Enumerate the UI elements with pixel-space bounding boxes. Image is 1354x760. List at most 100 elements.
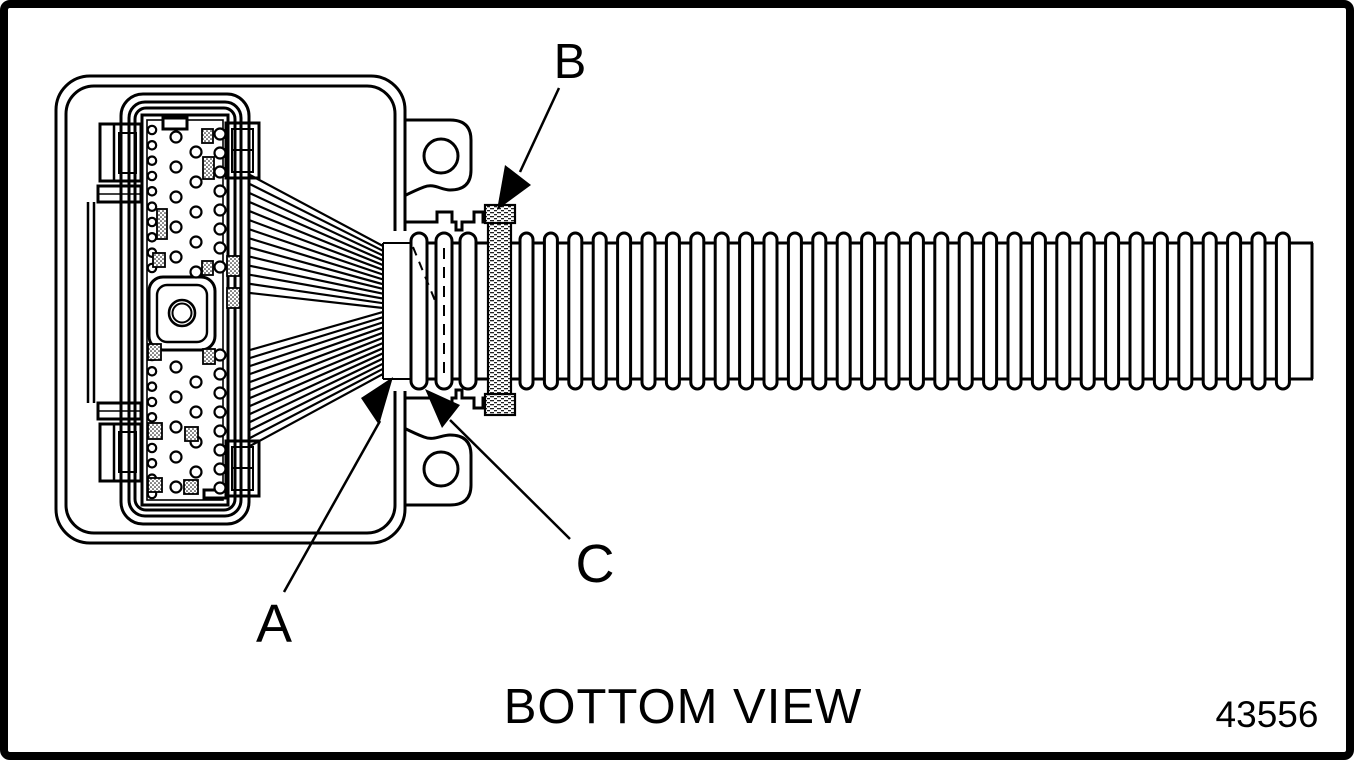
- terminal-pin: [213, 386, 227, 400]
- terminal-pin: [169, 420, 183, 434]
- terminal-pin: [146, 216, 158, 228]
- keying-block: [202, 348, 216, 365]
- hidden-edge-diagonal: [412, 246, 437, 304]
- harness-wire: [249, 341, 384, 400]
- pin-field: [146, 124, 227, 500]
- terminal-pin: [189, 175, 203, 189]
- wire-fan: [249, 174, 384, 447]
- conduit-rib: [518, 231, 535, 391]
- keying-block: [201, 128, 214, 144]
- ecm-module: [54, 74, 407, 545]
- conduit-rib: [567, 231, 584, 391]
- keying-block: [201, 260, 214, 276]
- keying-blocks: [147, 128, 241, 495]
- arrowhead-a: [361, 377, 393, 425]
- harness-wire: [249, 310, 384, 352]
- terminal-pin: [213, 203, 227, 217]
- view-caption: BOTTOM VIEW: [504, 680, 863, 734]
- conduit-rib: [884, 231, 901, 391]
- ear-bolt-hole-bottom: [422, 450, 460, 488]
- callout-label-c: C: [576, 534, 615, 594]
- terminal-pin: [169, 130, 183, 144]
- terminal-pin: [213, 127, 227, 141]
- terminal-pin: [213, 165, 227, 179]
- terminal-pin: [213, 222, 227, 236]
- terminal-pin: [146, 170, 158, 182]
- harness-wire: [249, 192, 384, 257]
- clamp-band: [483, 203, 517, 417]
- terminal-pin: [213, 241, 227, 255]
- conduit-rib: [811, 231, 828, 391]
- harness-wire: [249, 201, 384, 262]
- conduit-rib: [1274, 231, 1291, 391]
- callout-label-a: A: [256, 594, 292, 654]
- terminal-pin: [189, 205, 203, 219]
- callout-a: A: [256, 377, 393, 654]
- conduit-rib: [713, 231, 730, 391]
- keying-block: [147, 477, 163, 493]
- terminal-pin: [189, 265, 203, 279]
- terminal-pin: [146, 186, 158, 197]
- harness-wire: [249, 264, 384, 295]
- conduit-rib: [762, 231, 779, 391]
- terminal-pin: [169, 450, 183, 464]
- conduit-rib: [1128, 231, 1145, 391]
- conduit-rib: [616, 231, 633, 391]
- terminal-pin: [146, 442, 158, 454]
- harness-wire: [249, 291, 384, 310]
- terminal-pin: [169, 160, 183, 174]
- harness-wire: [249, 282, 384, 305]
- harness-wire: [249, 316, 384, 360]
- leader-line-a: [282, 420, 382, 593]
- harness-wire: [249, 321, 384, 368]
- conduit-rib: [542, 231, 559, 391]
- leader-line-c: [449, 419, 571, 540]
- terminal-pin: [189, 235, 203, 249]
- connector: [86, 92, 261, 526]
- terminal-pin: [169, 190, 183, 204]
- callout-b: B: [497, 35, 586, 210]
- latch-top: [96, 122, 143, 204]
- terminal-pin: [189, 405, 203, 419]
- keying-block: [226, 255, 241, 277]
- conduit-rib: [860, 231, 877, 391]
- terminal-pin: [213, 443, 227, 457]
- harness-wire: [249, 357, 384, 423]
- conduit-rib: [982, 231, 999, 391]
- harness-wire: [249, 228, 384, 276]
- terminal-pin: [146, 457, 158, 469]
- conduit-rib: [1177, 231, 1194, 391]
- keying-block: [184, 426, 199, 442]
- boot-rib: [409, 231, 429, 391]
- callout-c: C: [425, 389, 615, 594]
- terminal-pin: [213, 367, 227, 381]
- conduit-rib: [591, 231, 608, 391]
- conduit-rib: [738, 231, 755, 391]
- keying-block: [156, 208, 168, 240]
- terminal-pin: [213, 184, 227, 198]
- harness-wire: [249, 246, 384, 286]
- harness-wire: [249, 219, 384, 271]
- terminal-pin: [146, 201, 158, 212]
- terminal-pin: [213, 424, 227, 438]
- terminal-pin: [169, 220, 183, 234]
- conduit-ribs: [409, 231, 1291, 391]
- keying-block: [226, 287, 241, 309]
- connector-boot: [382, 242, 412, 380]
- harness-wire: [249, 237, 384, 281]
- terminal-pin: [146, 155, 158, 166]
- conduit-rib: [1030, 231, 1047, 391]
- boot-rib: [458, 231, 478, 391]
- terminal-pin: [146, 381, 158, 392]
- terminal-pin: [146, 124, 158, 136]
- latch-bottom: [96, 401, 143, 483]
- module-outer-shell: [54, 74, 407, 545]
- conduit-rib: [1226, 231, 1243, 391]
- leader-line-b: [518, 87, 561, 173]
- conduit-rib: [664, 231, 681, 391]
- conduit-rib: [1055, 231, 1072, 391]
- conduit-rib: [957, 231, 974, 391]
